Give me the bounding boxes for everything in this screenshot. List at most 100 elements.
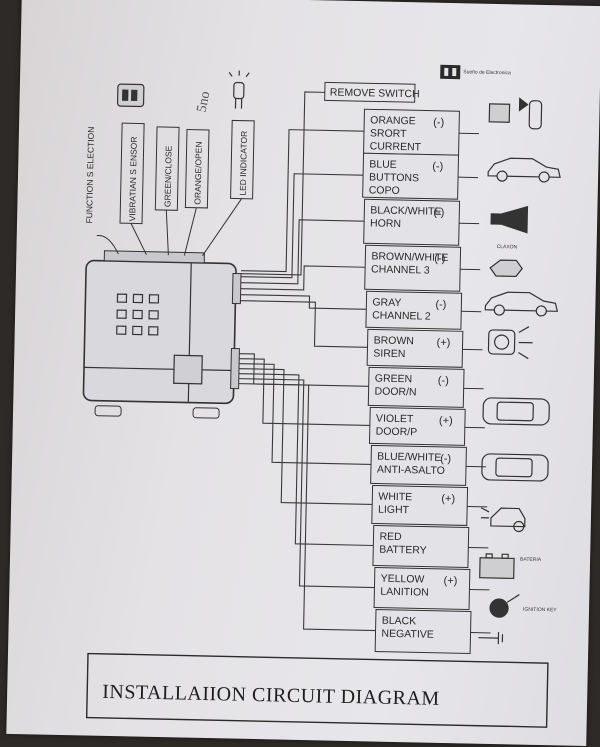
wire-line <box>238 383 376 632</box>
car-sedan-icon <box>484 291 559 317</box>
polarity-sign: (-) <box>435 299 446 311</box>
device-icons: CLAXON BATERIA IGNITION KEY <box>478 97 561 645</box>
sensor-module-icon <box>116 83 145 108</box>
ground-icon <box>478 632 504 645</box>
wire-label-line: HORN <box>370 217 401 230</box>
wire-label-line: CHANNEL 2 <box>372 309 431 322</box>
brand-logo: Sueño de Electronica <box>440 64 511 80</box>
wire-line <box>239 368 373 506</box>
car-sedan-icon <box>487 157 561 183</box>
wire-label-line: NEGATIVE <box>381 628 434 641</box>
wire-label-line: GRAY <box>372 296 401 309</box>
polarity-sign: (-) <box>440 453 451 465</box>
remove-switch: REMOVE SWITCH <box>324 81 420 103</box>
led-grid <box>116 293 160 336</box>
battery-icon: BATERIA <box>479 553 542 580</box>
wire-layer <box>238 91 376 632</box>
trunk-release-icon <box>489 259 523 278</box>
paper-sheet: VIBRATIAN S ENSOR GREEN/CLOSE ORANGE/OPE… <box>6 0 600 746</box>
horn-icon: CLAXON <box>490 205 529 250</box>
wire-label-line: RED <box>379 531 402 543</box>
function-connectors: VIBRATIAN S ENSOR GREEN/CLOSE ORANGE/OPE… <box>84 90 255 257</box>
polarity-sign: (-) <box>434 253 445 265</box>
diagram-title: INSTALLAIION CIRCUIT DIAGRAM <box>102 681 440 710</box>
wire-label-line: CHANNEL 3 <box>371 263 430 276</box>
wire-label-line: BLACK <box>382 615 417 628</box>
wire-label-line: LIGHT <box>378 504 410 517</box>
relay-icon <box>488 97 543 130</box>
wire-label-line: BLACK/WHITE <box>370 204 441 217</box>
vertical-label-led-indicator: LED INDICATOR <box>238 131 249 196</box>
wire-line <box>240 300 368 348</box>
wire-label-line: SIREN <box>373 347 405 360</box>
wire-label-line: VIOLET <box>376 413 414 426</box>
wire-label-line: WHITE <box>378 491 412 504</box>
wire-line <box>240 173 364 279</box>
circuit-diagram: VIBRATIAN S ENSOR GREEN/CLOSE ORANGE/OPE… <box>82 64 561 728</box>
polarity-sign: (-) <box>433 207 444 219</box>
handwritten-note: 5no <box>195 90 214 114</box>
wire-label-line: DOOR/N <box>374 385 416 398</box>
siren-icon <box>487 326 533 360</box>
wire-line <box>238 378 375 589</box>
headlight-icon <box>480 507 526 533</box>
wire-line <box>239 363 372 465</box>
car-doors-open-icon <box>482 397 550 426</box>
wire-label-line: BROWN <box>374 334 414 347</box>
wire-label-line: ANTI-ASALTO <box>377 464 445 477</box>
wire-line <box>241 129 365 273</box>
wire-line <box>238 373 374 547</box>
device-label-bateria: BATERIA <box>520 557 542 563</box>
polarity-sign: (-) <box>438 375 449 387</box>
polarity-sign: (+) <box>436 337 450 349</box>
wire-label-line: CURRENT <box>370 140 422 153</box>
wire-label-line: SRORT <box>370 127 407 140</box>
wire-label-line: BLUE/WHITE <box>377 451 441 464</box>
device-label-ignition: IGNITION KEY <box>523 607 557 614</box>
wire-line <box>240 265 366 291</box>
wire-line <box>240 219 365 285</box>
remove-switch-wire <box>240 91 325 276</box>
wire-label-line: YELLOW <box>381 573 425 586</box>
polarity-sign: (-) <box>432 161 443 173</box>
wire-label-line: ORANGE <box>370 114 416 127</box>
wire-label-boxes: ORANGESRORTCURRENT(-)BLUEBUTTONSCOPO(-)B… <box>362 108 491 655</box>
polarity-sign: (+) <box>441 493 455 505</box>
wire-label-line: COPO <box>369 184 400 197</box>
wire-label-line: BROWN/WHITE <box>371 250 448 264</box>
remove-switch-label: REMOVE SWITCH <box>330 86 420 100</box>
wire-label-line: GREEN <box>375 372 413 385</box>
vertical-label-orange-open: ORANGE/OPEN <box>192 141 203 204</box>
vertical-label-green-close: GREEN/CLOSE <box>162 145 173 207</box>
led-lamp-icon <box>228 70 250 109</box>
wire-label-line: DOOR/P <box>376 426 418 439</box>
wire-label-line: BATTERY <box>379 544 427 557</box>
polarity-sign: (-) <box>433 117 444 129</box>
vertical-label-vibration-sensor: VIBRATIAN S ENSOR <box>127 136 139 221</box>
wire-label-line: LANITION <box>380 586 429 599</box>
ignition-switch-icon: IGNITION KEY <box>489 594 557 618</box>
polarity-sign: (+) <box>439 415 453 427</box>
logo-caption: Sueño de Electronica <box>463 69 511 76</box>
wire-label-line: BLUE <box>369 158 397 171</box>
wire-line <box>239 358 370 426</box>
wire-label-line: BUTTONS <box>369 171 419 184</box>
polarity-sign: (+) <box>443 575 457 587</box>
function-selection-label: FUNCTION S ELECTION <box>84 127 96 224</box>
alarm-control-unit <box>82 250 242 419</box>
title-box: INSTALLAIION CIRCUIT DIAGRAM <box>85 652 549 728</box>
device-label-claxon: CLAXON <box>497 244 518 250</box>
car-top-view-icon <box>481 453 549 482</box>
